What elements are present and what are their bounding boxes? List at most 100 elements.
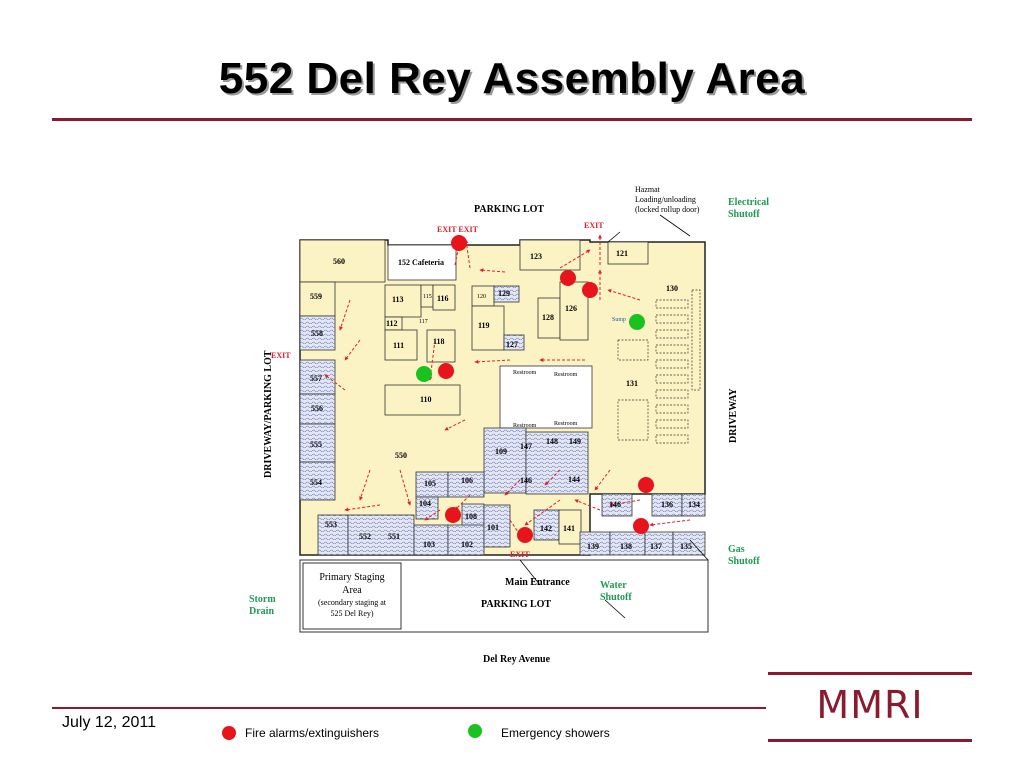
logo-rule-bottom	[768, 739, 972, 742]
room-number: 146	[520, 476, 532, 485]
room-number: 553	[325, 520, 337, 529]
room-113	[384, 284, 422, 318]
parking-lot-top: PARKING LOT	[474, 204, 544, 215]
room-106	[447, 471, 485, 498]
restroom-label-2: Restroom	[554, 372, 578, 378]
room-number: 123	[530, 252, 542, 261]
gas-line-1: Gas	[728, 544, 745, 555]
room-number: 559	[310, 292, 322, 301]
driveway-left: DRIVEWAY/PARKING LOT	[263, 350, 274, 478]
room-number: 118	[433, 337, 445, 346]
room-number: 147	[520, 442, 532, 451]
slide-date: July 12, 2011	[62, 714, 156, 731]
room-number: 149	[569, 437, 581, 446]
room-134	[681, 493, 706, 517]
fire-alarm-icon	[560, 270, 576, 286]
room-560	[299, 239, 386, 283]
staging-line-1: Primary Staging	[319, 572, 384, 583]
fire-alarm-icon	[517, 527, 533, 543]
room-556	[299, 393, 336, 425]
street-label: Del Rey Avenue	[483, 654, 551, 665]
room-number: 103	[423, 540, 435, 549]
mmri-logo: MMRI	[816, 683, 924, 727]
room-number: 134	[688, 500, 700, 509]
room-554	[299, 461, 336, 501]
emergency-shower-markers	[416, 314, 645, 382]
fire-alarm-icon	[638, 477, 654, 493]
room-number: 131	[626, 379, 638, 388]
room-553	[317, 514, 349, 556]
room-number: 116	[437, 294, 449, 303]
room-number: 119	[478, 321, 490, 330]
water-line-2: Shutoff	[600, 592, 632, 603]
main-entrance-label: Main Entrance	[505, 577, 570, 588]
room-552-551	[347, 514, 415, 556]
storm-line-1: Storm	[249, 594, 276, 605]
exit-label-top-double: EXIT EXIT	[437, 225, 479, 234]
room-102	[447, 524, 485, 556]
staging-line-4: 525 Del Rey)	[330, 609, 373, 618]
exit-label-left: EXIT	[271, 351, 291, 360]
room-number: 101	[487, 523, 499, 532]
room-number: 550	[395, 451, 407, 460]
room-number: 104	[419, 499, 431, 508]
room-number: 115	[423, 294, 432, 300]
room-number: 148	[546, 437, 558, 446]
emergency-shower-icon	[416, 366, 432, 382]
hazmat-line-3: (locked rollup door)	[635, 205, 700, 214]
room-103	[413, 524, 449, 556]
exit-label-top-right: EXIT	[584, 221, 604, 230]
room-number: 106	[461, 476, 473, 485]
room-129	[493, 285, 520, 303]
room-116	[432, 284, 456, 311]
room-110	[384, 384, 461, 416]
room-number: 129	[498, 289, 510, 298]
room-111	[384, 329, 418, 361]
sump-label: Sump	[612, 317, 626, 323]
hazmat-line-1: Hazmat	[635, 185, 661, 194]
staging-line-3: (secondary staging at	[318, 598, 387, 607]
room-number: 142	[540, 524, 552, 533]
room-number: 121	[616, 249, 628, 258]
room-147-149	[525, 431, 589, 495]
room-number: 138	[620, 542, 632, 551]
driveway-right: DRIVEWAY	[728, 388, 739, 443]
room-number: 102	[461, 540, 473, 549]
room-555	[299, 423, 336, 463]
room-number: 139	[587, 542, 599, 551]
room-number: 146	[609, 500, 621, 509]
room-121	[607, 241, 649, 265]
room-101	[483, 504, 511, 548]
pointer-lines	[519, 214, 709, 619]
room-number: 136	[661, 500, 673, 509]
room-135	[672, 531, 706, 556]
room-number: 117	[419, 319, 428, 325]
parking-area	[299, 559, 709, 633]
emergency-shower-icon	[629, 314, 645, 330]
restroom-label-3: Restroom	[513, 423, 537, 429]
room-number: 111	[393, 341, 404, 350]
room-557	[299, 359, 336, 395]
room-number: 141	[563, 524, 575, 533]
room-number: 144	[568, 475, 580, 484]
room-number: 555	[310, 440, 322, 449]
room-number: 152 Cafeteria	[398, 258, 444, 267]
hazmat-line-2: Loading/unloading	[635, 195, 696, 204]
legend-fire-alarms: Fire alarms/extinguishers	[245, 726, 380, 740]
room-number: 109	[495, 447, 507, 456]
room-141	[558, 509, 582, 545]
room-105	[415, 471, 449, 498]
room-number: 120	[477, 294, 486, 300]
electrical-line-1: Electrical	[728, 197, 769, 208]
room-number: 113	[392, 295, 404, 304]
room-558	[299, 315, 336, 351]
room-number: 551	[388, 532, 400, 541]
fire-alarm-icon	[445, 507, 461, 523]
room-number: 112	[386, 319, 398, 328]
room-number: 110	[420, 395, 432, 404]
room-number: 137	[650, 542, 662, 551]
parking-lot-bottom: PARKING LOT	[481, 599, 551, 610]
room-number: 130	[666, 284, 678, 293]
rooms-layer	[299, 239, 706, 556]
